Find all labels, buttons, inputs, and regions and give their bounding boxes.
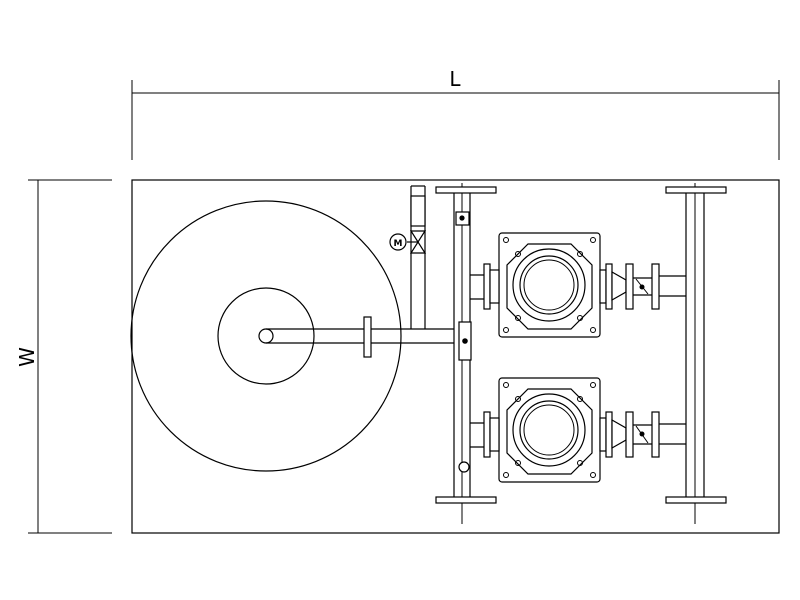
discharge-header xyxy=(665,183,727,524)
discharge-top-flange xyxy=(665,186,727,194)
width-label: W xyxy=(15,347,39,367)
pump-2-inner-ring xyxy=(519,400,579,460)
pump-1-check-valve xyxy=(611,270,627,302)
pump-2-discharge-flange xyxy=(605,411,613,458)
bypass-valve-bottom xyxy=(409,240,427,254)
tank xyxy=(130,200,402,472)
tank-outer-circle xyxy=(130,200,402,472)
length-dimension: L xyxy=(131,67,780,160)
pump-1-suction-flange xyxy=(483,263,491,310)
width-dimension: W xyxy=(15,179,112,534)
pressure-gauge-icon xyxy=(389,233,407,251)
header-bottom-flange xyxy=(435,496,497,504)
pump-2-check-valve xyxy=(611,418,627,450)
pump-1-valve-flange xyxy=(651,263,660,310)
discharge-bottom-flange xyxy=(665,496,727,504)
gauge-symbol: M xyxy=(394,239,403,249)
tank-inner-circle xyxy=(217,287,315,385)
pump-2-suction-flange xyxy=(483,411,491,458)
suction-pipe-flange xyxy=(363,316,372,358)
bypass-line: M xyxy=(389,185,427,329)
length-label: L xyxy=(449,67,461,91)
suction-header xyxy=(435,183,497,524)
header-drain xyxy=(458,461,470,473)
bypass-valve-top xyxy=(409,230,427,244)
pump-1 xyxy=(483,232,686,338)
base-frame xyxy=(131,179,780,534)
pump-1-inner-ring xyxy=(519,255,579,315)
header-top-flange xyxy=(435,186,497,194)
pump-2-valve-flange xyxy=(651,411,660,458)
pump-1-discharge-flange xyxy=(605,263,613,310)
tank-outlet xyxy=(258,328,274,344)
pump-2 xyxy=(483,377,686,483)
suction-pipe xyxy=(266,316,454,358)
bypass-valve-body xyxy=(410,195,426,227)
